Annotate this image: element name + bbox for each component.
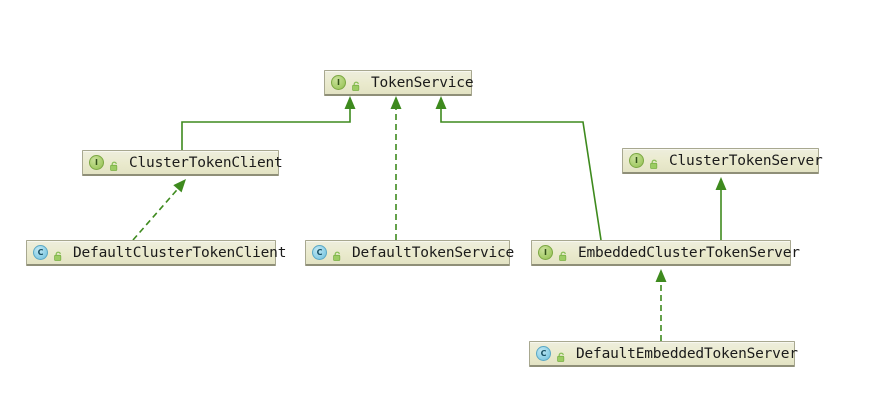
class-icon: C: [312, 245, 327, 260]
unlocked-padlock-icon: [649, 155, 660, 169]
interface-icon: I: [89, 155, 104, 170]
node-icons: I: [538, 245, 569, 261]
node-icons: C: [33, 245, 64, 261]
class-node-label: ClusterTokenServer: [669, 152, 823, 169]
interface-icon: I: [331, 75, 346, 90]
interface-icon: I: [629, 153, 644, 168]
node-icons: I: [89, 155, 120, 171]
diagram-edge: [181, 96, 356, 150]
unlocked-padlock-icon: [351, 77, 362, 91]
diagram-edge: [715, 177, 727, 240]
class-node-embedded-cluster-token-server[interactable]: I EmbeddedClusterTokenServer: [531, 240, 800, 266]
node-icons: C: [312, 245, 343, 261]
node-icons: I: [629, 153, 660, 169]
class-node-label: DefaultTokenService: [352, 244, 515, 261]
class-node-label: DefaultClusterTokenClient: [73, 244, 287, 261]
unlocked-padlock-icon: [556, 348, 567, 362]
class-node-label: ClusterTokenClient: [129, 154, 283, 171]
edge-arrowhead: [715, 177, 727, 190]
interface-icon: I: [538, 245, 553, 260]
unlocked-padlock-icon: [332, 247, 343, 261]
edge-arrowhead: [435, 96, 447, 109]
class-node-default-embedded-token-server[interactable]: C DefaultEmbeddedTokenServer: [529, 341, 798, 367]
class-node-label: EmbeddedClusterTokenServer: [578, 244, 800, 261]
edge-arrowhead: [173, 179, 186, 193]
unlocked-padlock-icon: [558, 247, 569, 261]
node-icons: C: [536, 346, 567, 362]
class-node-cluster-token-client[interactable]: I ClusterTokenClient: [82, 150, 283, 176]
edge-arrowhead: [655, 269, 667, 282]
unlocked-padlock-icon: [109, 157, 120, 171]
class-node-label: DefaultEmbeddedTokenServer: [576, 345, 798, 362]
class-node-label: TokenService: [371, 74, 474, 91]
edge-arrowhead: [344, 96, 356, 109]
edge-arrowhead: [390, 96, 402, 109]
class-node-default-cluster-token-client[interactable]: C DefaultClusterTokenClient: [26, 240, 286, 266]
class-node-cluster-token-server[interactable]: I ClusterTokenServer: [622, 148, 823, 174]
diagram-edge: [655, 269, 667, 341]
class-node-token-service[interactable]: I TokenService: [324, 70, 474, 96]
diagram-edge: [435, 96, 602, 241]
class-icon: C: [33, 245, 48, 260]
node-icons: I: [331, 75, 362, 91]
unlocked-padlock-icon: [53, 247, 64, 261]
class-node-default-token-service[interactable]: C DefaultTokenService: [305, 240, 514, 266]
diagram-edge: [390, 96, 402, 240]
diagram-edge: [132, 179, 186, 241]
class-icon: C: [536, 346, 551, 361]
